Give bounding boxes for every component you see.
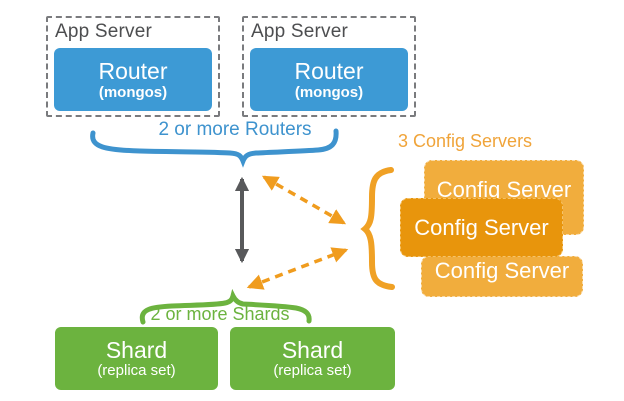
router-title: Router xyxy=(98,57,168,84)
config-server-label: Config Server xyxy=(414,214,549,240)
shard-node-2: Shard (replica set) xyxy=(230,327,395,390)
config-server-label: Config Server xyxy=(434,258,570,283)
router-title: Router xyxy=(294,57,364,84)
router-subtitle: (mongos) xyxy=(98,83,168,101)
configs-brace xyxy=(360,167,395,290)
router-node-2: Router (mongos) xyxy=(250,48,408,111)
router-config-arrow xyxy=(261,175,347,225)
router-subtitle: (mongos) xyxy=(294,83,364,101)
shard-config-arrow xyxy=(246,247,349,290)
shard-title: Shard xyxy=(105,337,168,363)
config-servers-label: 3 Config Servers xyxy=(398,131,533,151)
shard-node-1: Shard (replica set) xyxy=(55,327,218,390)
config-server-node-3: Config Server xyxy=(421,256,583,297)
routers-brace-label: 2 or more Routers xyxy=(158,119,312,140)
shard-title: Shard xyxy=(281,337,344,363)
app-server-box-2: App Server Router (mongos) xyxy=(242,16,416,117)
app-server-box-1: App Server Router (mongos) xyxy=(46,16,220,117)
router-node-1: Router (mongos) xyxy=(54,48,212,111)
shard-subtitle: (replica set) xyxy=(273,362,352,379)
app-server-label: App Server xyxy=(251,21,349,42)
app-server-label: App Server xyxy=(55,21,153,42)
shards-brace-label: 2 or more Shards xyxy=(150,304,290,324)
shard-subtitle: (replica set) xyxy=(97,362,176,379)
config-server-node-2: Config Server xyxy=(400,198,563,257)
config-server-label: Config Server xyxy=(436,177,572,202)
